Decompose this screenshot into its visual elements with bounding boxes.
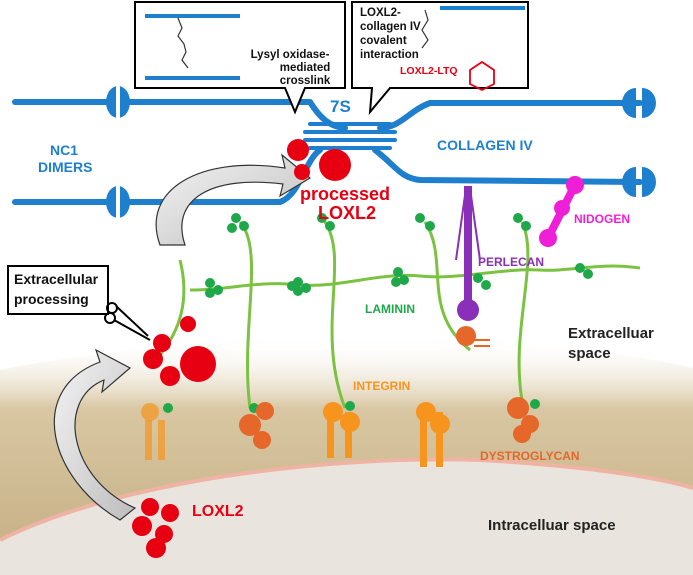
extracellular-processing-line2: processing (14, 291, 89, 307)
loxl2-ltq-label: LOXL2-LTQ (400, 65, 458, 77)
arrows (53, 153, 312, 521)
loxl2-collagen-line4: interaction (360, 49, 419, 61)
callout-extracellular-processing: Extracellular processing (7, 265, 151, 341)
loxl2-collagen-line2: collagen IV (360, 21, 421, 33)
extracellular-loxl2-cluster (143, 316, 216, 386)
collagen-iv-network (12, 99, 643, 205)
label-7s: 7S (330, 97, 351, 116)
processed-loxl2-cluster (287, 139, 351, 181)
callout-loxl2-collagen: LOXL2- collagen IV covalent interaction LOX… (351, 1, 529, 116)
extracellular-processing-line1: Extracellular (14, 271, 99, 287)
lysyl-callout-line2: mediated (280, 62, 331, 74)
label-dystroglycan: DYSTROGLYCAN (480, 449, 580, 463)
label-collagen-iv: COLLAGEN IV (437, 137, 533, 153)
loxl2-collagen-line1: LOXL2- (360, 7, 401, 19)
integrins (141, 402, 450, 467)
label-laminin: LAMININ (365, 302, 415, 316)
label-nidogen: NIDOGEN (574, 212, 630, 226)
lysyl-callout-line3: crosslink (280, 75, 331, 87)
loxl2-collagen-line3: covalent (360, 35, 407, 47)
label-loxl2: LOXL2 (192, 503, 244, 520)
nidogen (539, 176, 584, 247)
laminin-network (158, 221, 641, 409)
label-perlecan: PERLECAN (478, 255, 544, 269)
laminin-nodes (163, 213, 593, 413)
lysyl-callout-line1: Lysyl oxidase- (251, 49, 330, 61)
intracellular-loxl2-cluster (132, 498, 179, 558)
perlecan (455, 186, 481, 321)
nc1-dimer-caps (106, 86, 656, 218)
scissors-icon (104, 302, 151, 341)
dystroglycans (239, 326, 539, 449)
label-intracellular-space: Intracelluar space (488, 517, 616, 534)
label-integrin: INTEGRIN (353, 379, 410, 393)
